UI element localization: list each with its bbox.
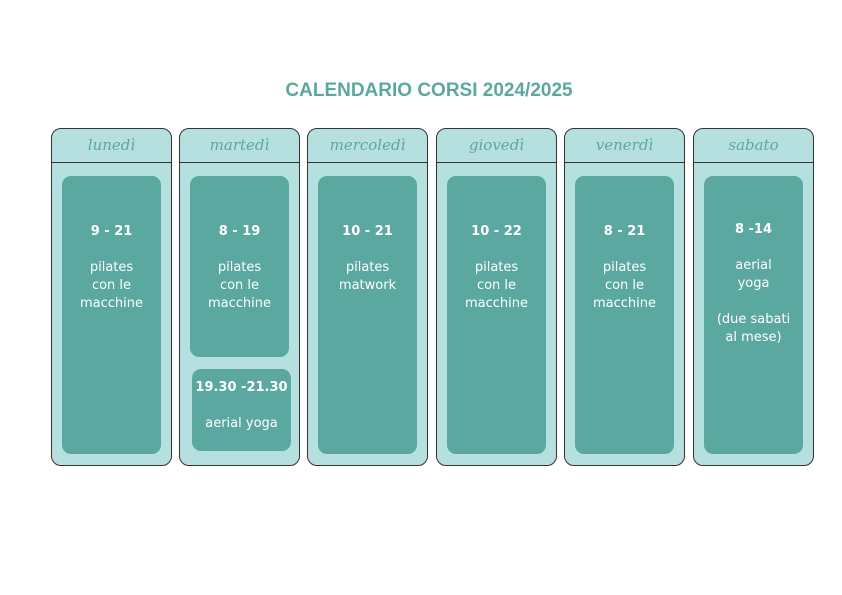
day-header: giovedì: [437, 129, 556, 163]
course-time: 8 - 19: [218, 224, 261, 239]
day-column-3: giovedì 10 - 22 pilates con le macchine: [436, 128, 557, 466]
day-column-1: martedì 8 - 19 pilates con le macchine 19.30 …: [179, 128, 300, 466]
course-text: pilates: [345, 260, 390, 275]
course-block: 9 - 21 pilates con le macchine: [62, 176, 161, 454]
day-header: mercoledì: [308, 129, 427, 163]
day-header: lunedì: [52, 129, 171, 163]
day-column-2: mercoledì 10 - 21 pilates matwork: [307, 128, 428, 466]
day-column-0: lunedì 9 - 21 pilates con le macchine: [51, 128, 172, 466]
course-text: aerial yoga: [205, 416, 278, 431]
course-block: 10 - 22 pilates con le macchine: [447, 176, 546, 454]
course-text: macchine: [592, 296, 656, 311]
course-text: aerial: [735, 258, 772, 273]
course-text: [704, 293, 803, 311]
course-block: 8 - 21 pilates con le macchine: [575, 176, 674, 454]
course-block: 19.30 -21.30 aerial yoga: [192, 369, 291, 451]
course-text: pilates: [602, 260, 647, 275]
course-text: con le: [91, 278, 132, 293]
course-time: 9 - 21: [90, 224, 133, 239]
course-block: 10 - 21 pilates matwork: [318, 176, 417, 454]
course-text: macchine: [79, 296, 143, 311]
course-time: 8 -14: [734, 222, 773, 237]
course-text: matwork: [338, 278, 397, 293]
course-text: macchine: [207, 296, 271, 311]
course-text: macchine: [464, 296, 528, 311]
day-column-4: venerdì 8 - 21 pilates con le macchine: [564, 128, 685, 466]
course-text: pilates: [474, 260, 519, 275]
course-time: 19.30 -21.30: [195, 380, 288, 395]
day-header: martedì: [180, 129, 299, 163]
course-time: 10 - 22: [471, 224, 522, 239]
course-time: 8 - 21: [603, 224, 646, 239]
day-column-5: sabato 8 -14 aerial yoga (due sabati al mese…: [693, 128, 814, 466]
course-text: con le: [219, 278, 260, 293]
course-time: 10 - 21: [342, 224, 393, 239]
course-block: 8 -14 aerial yoga (due sabati al mese): [704, 176, 803, 454]
page-title: CALENDARIO CORSI 2024/2025: [285, 80, 573, 101]
day-header: sabato: [694, 129, 813, 163]
course-block: 8 - 19 pilates con le macchine: [190, 176, 289, 357]
course-text: con le: [476, 278, 517, 293]
course-text: pilates: [217, 260, 262, 275]
course-text: pilates: [89, 260, 134, 275]
course-text: con le: [604, 278, 645, 293]
course-text: yoga: [737, 276, 770, 291]
course-text: (due sabati: [716, 312, 791, 327]
course-text: al mese): [725, 330, 782, 345]
day-header: venerdì: [565, 129, 684, 163]
